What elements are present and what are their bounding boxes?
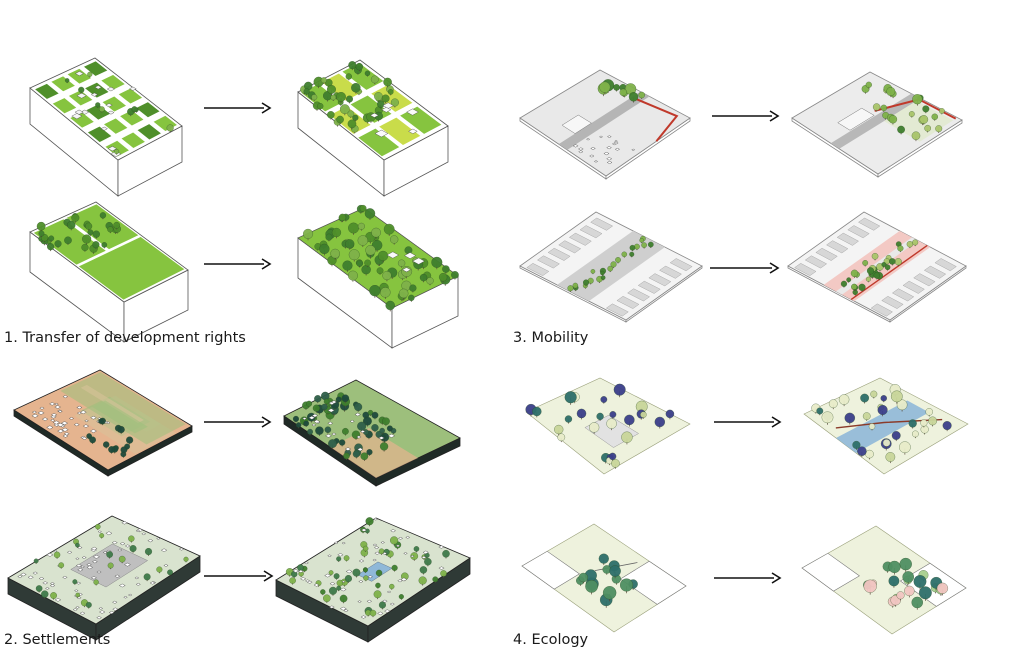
arrow-tdr-1 <box>204 102 272 114</box>
mobility-after-street <box>787 211 967 323</box>
settlement-before-terrain <box>13 369 193 477</box>
mobility-before-station <box>519 69 691 180</box>
arrow-ecology-1 <box>714 416 782 428</box>
panel-label-ecology: 4. Ecology <box>513 632 589 648</box>
tdr-before-bottom <box>29 201 189 343</box>
mobility-after-station <box>791 71 963 178</box>
ecology-after-forest <box>803 377 969 475</box>
ecology-before-village <box>521 523 687 633</box>
tdr-after-bottom <box>297 204 459 349</box>
ecology-after-village <box>801 525 967 635</box>
panel-label-mobility: 3. Mobility <box>513 330 589 346</box>
panel-label-transfer-rights: 1. Transfer of development rights <box>4 330 246 346</box>
arrow-mobility-2 <box>710 262 780 274</box>
arrow-settlement-2 <box>204 570 274 582</box>
arrow-tdr-2 <box>204 258 272 270</box>
panel-label-settlements: 2. Settlements <box>4 632 111 648</box>
settlement-after-urban <box>275 517 471 643</box>
settlement-after-terrain <box>283 379 461 487</box>
tdr-after-top <box>297 59 449 197</box>
arrow-mobility-1 <box>712 110 780 122</box>
tdr-before-top <box>29 57 183 197</box>
arrow-settlement-1 <box>204 416 272 428</box>
mobility-before-street <box>519 211 703 323</box>
arrow-ecology-2 <box>714 572 782 584</box>
settlement-before-urban <box>7 515 201 641</box>
ecology-before-forest <box>525 377 691 475</box>
